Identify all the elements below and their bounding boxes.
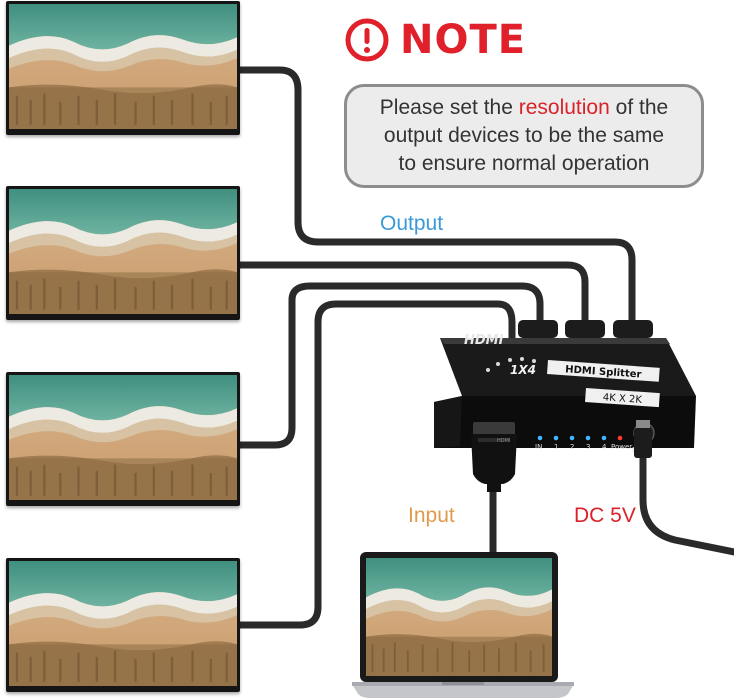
monitor-screen	[9, 375, 237, 500]
note-line-1: Please set the resolution of the	[379, 96, 669, 119]
laptop-screen	[366, 558, 552, 676]
note-line-2: output devices to be the same	[383, 124, 665, 147]
input-label: Input	[408, 504, 455, 527]
svg-text:3: 3	[586, 443, 590, 451]
monitor-screen	[9, 561, 237, 686]
monitor-1	[6, 1, 240, 135]
power-plug	[634, 420, 652, 458]
brand-logo: HDMI	[464, 333, 504, 348]
note-heading: NOTE	[344, 14, 526, 66]
monitor-2	[6, 186, 240, 320]
monitor-4	[6, 558, 240, 692]
power-cable	[639, 451, 734, 556]
hdmi-plug: HDMI	[471, 422, 517, 492]
monitor-screen	[9, 189, 237, 314]
output-label: Output	[380, 212, 444, 235]
svg-text:1: 1	[554, 443, 558, 451]
monitor-3	[6, 372, 240, 506]
model-prefix: 1X4	[510, 363, 536, 377]
hdmi-splitter-device: HDMI 1X4 HDMI Splitter 4K X 2K IN 1 2 3 …	[434, 320, 696, 454]
status-leds	[537, 435, 623, 441]
warning-circle-icon	[345, 18, 389, 62]
svg-text:Power: Power	[611, 443, 632, 451]
monitor-screen	[9, 4, 237, 129]
power-label: DC 5V	[574, 504, 636, 527]
output-cable-1	[236, 66, 636, 334]
output-cable-3	[236, 282, 544, 449]
resolution-badge: 4K X 2K	[602, 392, 642, 406]
svg-text:2: 2	[570, 443, 574, 451]
output-cable-2	[236, 261, 589, 334]
note-line-3: to ensure normal operation	[398, 152, 650, 175]
svg-text:4: 4	[602, 443, 607, 451]
note-title: NOTE	[400, 17, 527, 63]
svg-text:IN: IN	[535, 443, 542, 451]
output-cable-4	[236, 300, 516, 629]
model-name: HDMI Splitter	[565, 364, 642, 380]
plug-brand: HDMI	[497, 438, 510, 444]
note-message-box: Please set the resolution of the output …	[344, 84, 704, 188]
highlight-resolution: resolution	[518, 96, 610, 119]
